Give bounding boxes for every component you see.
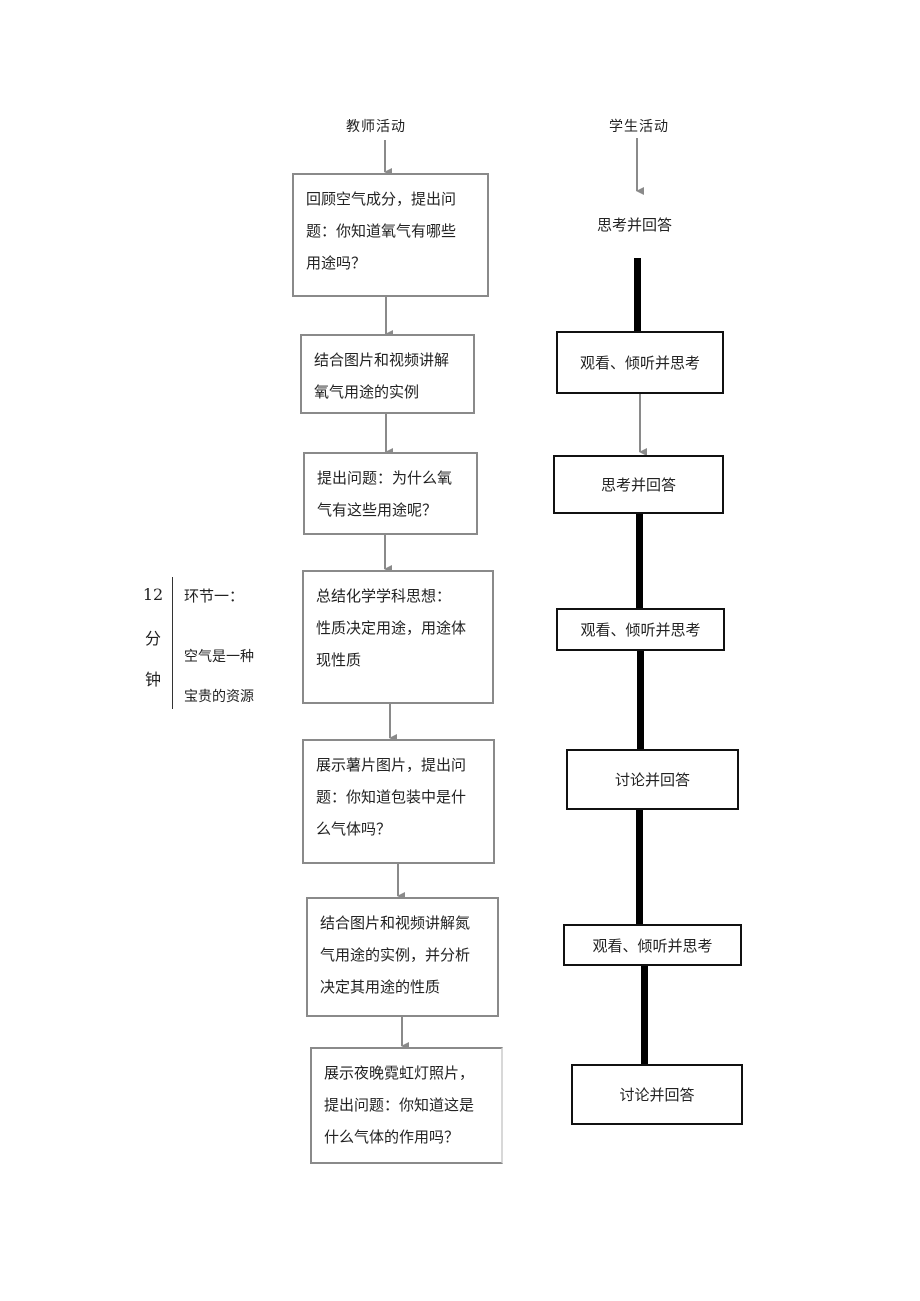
student-connector-5 [641,966,648,1064]
teacher-step-line: 回顾空气成分，提出问 [306,190,457,208]
teacher-step-line: 气用途的实例，并分析 [320,946,471,964]
teacher-step-2: 结合图片和视频讲解 氧气用途的实例 [300,334,475,414]
teacher-step-3: 提出问题：为什么氧 气有这些用途呢？ [303,452,478,535]
student-step-label: 讨论并回答 [614,771,690,789]
teacher-step-line: 决定其用途的性质 [320,978,441,996]
student-step-3: 思考并回答 [553,455,724,514]
teacher-step-line: 什么气体的作用吗？ [324,1128,460,1146]
teacher-step-line: 性质决定用途，用途体 [316,619,467,637]
teacher-step-7: 展示夜晚霓虹灯照片， 提出问题：你知道这是 什么气体的作用吗？ [310,1047,503,1164]
student-step-1: 思考并回答 [597,216,673,234]
teacher-step-line: 题：你知道包装中是什 [316,788,467,806]
teacher-step-line: 提出问题：你知道这是 [324,1096,475,1114]
student-step-7: 讨论并回答 [571,1064,743,1125]
teacher-step-line: 展示夜晚霓虹灯照片， [324,1064,475,1082]
stage-duration-number: 12 [142,585,164,604]
student-connector-4 [636,810,643,924]
stage-topic-line-2: 宝贵的资源 [184,689,254,705]
student-step-6: 观看、倾听并思考 [563,924,742,966]
stage-topic-line-1: 空气是一种 [184,649,254,665]
teacher-step-line: 展示薯片图片，提出问 [316,756,467,774]
teacher-step-line: 结合图片和视频讲解氮 [320,914,471,932]
student-step-label: 观看、倾听并思考 [592,936,713,955]
student-step-5: 讨论并回答 [566,749,739,810]
student-step-2: 观看、倾听并思考 [556,331,724,394]
teacher-step-line: 总结化学学科思想： [316,587,452,605]
student-step-label: 讨论并回答 [619,1086,695,1104]
student-step-label: 观看、倾听并思考 [580,621,701,639]
stage-name: 环节一： [184,587,245,605]
student-step-label: 观看、倾听并思考 [579,354,700,372]
teacher-step-4: 总结化学学科思想： 性质决定用途，用途体 现性质 [302,570,494,704]
stage-divider [172,577,173,709]
teacher-step-line: 提出问题：为什么氧 [317,469,453,487]
student-column-header: 学生活动 [609,119,669,135]
stage-duration-unit-2: 钟 [144,670,161,689]
stage-duration-unit-1: 分 [144,629,161,648]
student-step-label: 思考并回答 [600,476,676,494]
teacher-column-header: 教师活动 [346,119,406,135]
student-step-4: 观看、倾听并思考 [556,608,725,651]
student-connector-3 [637,651,644,749]
student-connector-2 [636,514,643,608]
teacher-step-line: 题：你知道氧气有哪些 [306,222,457,240]
teacher-step-line: 气有这些用途呢？ [317,501,438,519]
teacher-step-6: 结合图片和视频讲解氮 气用途的实例，并分析 决定其用途的性质 [306,897,499,1017]
teacher-step-line: 么气体吗？ [316,820,392,838]
student-connector-1 [634,258,641,331]
teacher-step-line: 用途吗？ [306,254,367,272]
teacher-step-line: 氧气用途的实例 [314,383,420,401]
teacher-step-5: 展示薯片图片，提出问 题：你知道包装中是什 么气体吗？ [302,739,495,864]
teacher-step-line: 结合图片和视频讲解 [314,351,450,369]
teacher-step-line: 现性质 [316,651,362,669]
teacher-step-1: 回顾空气成分，提出问 题：你知道氧气有哪些 用途吗？ [292,173,489,297]
